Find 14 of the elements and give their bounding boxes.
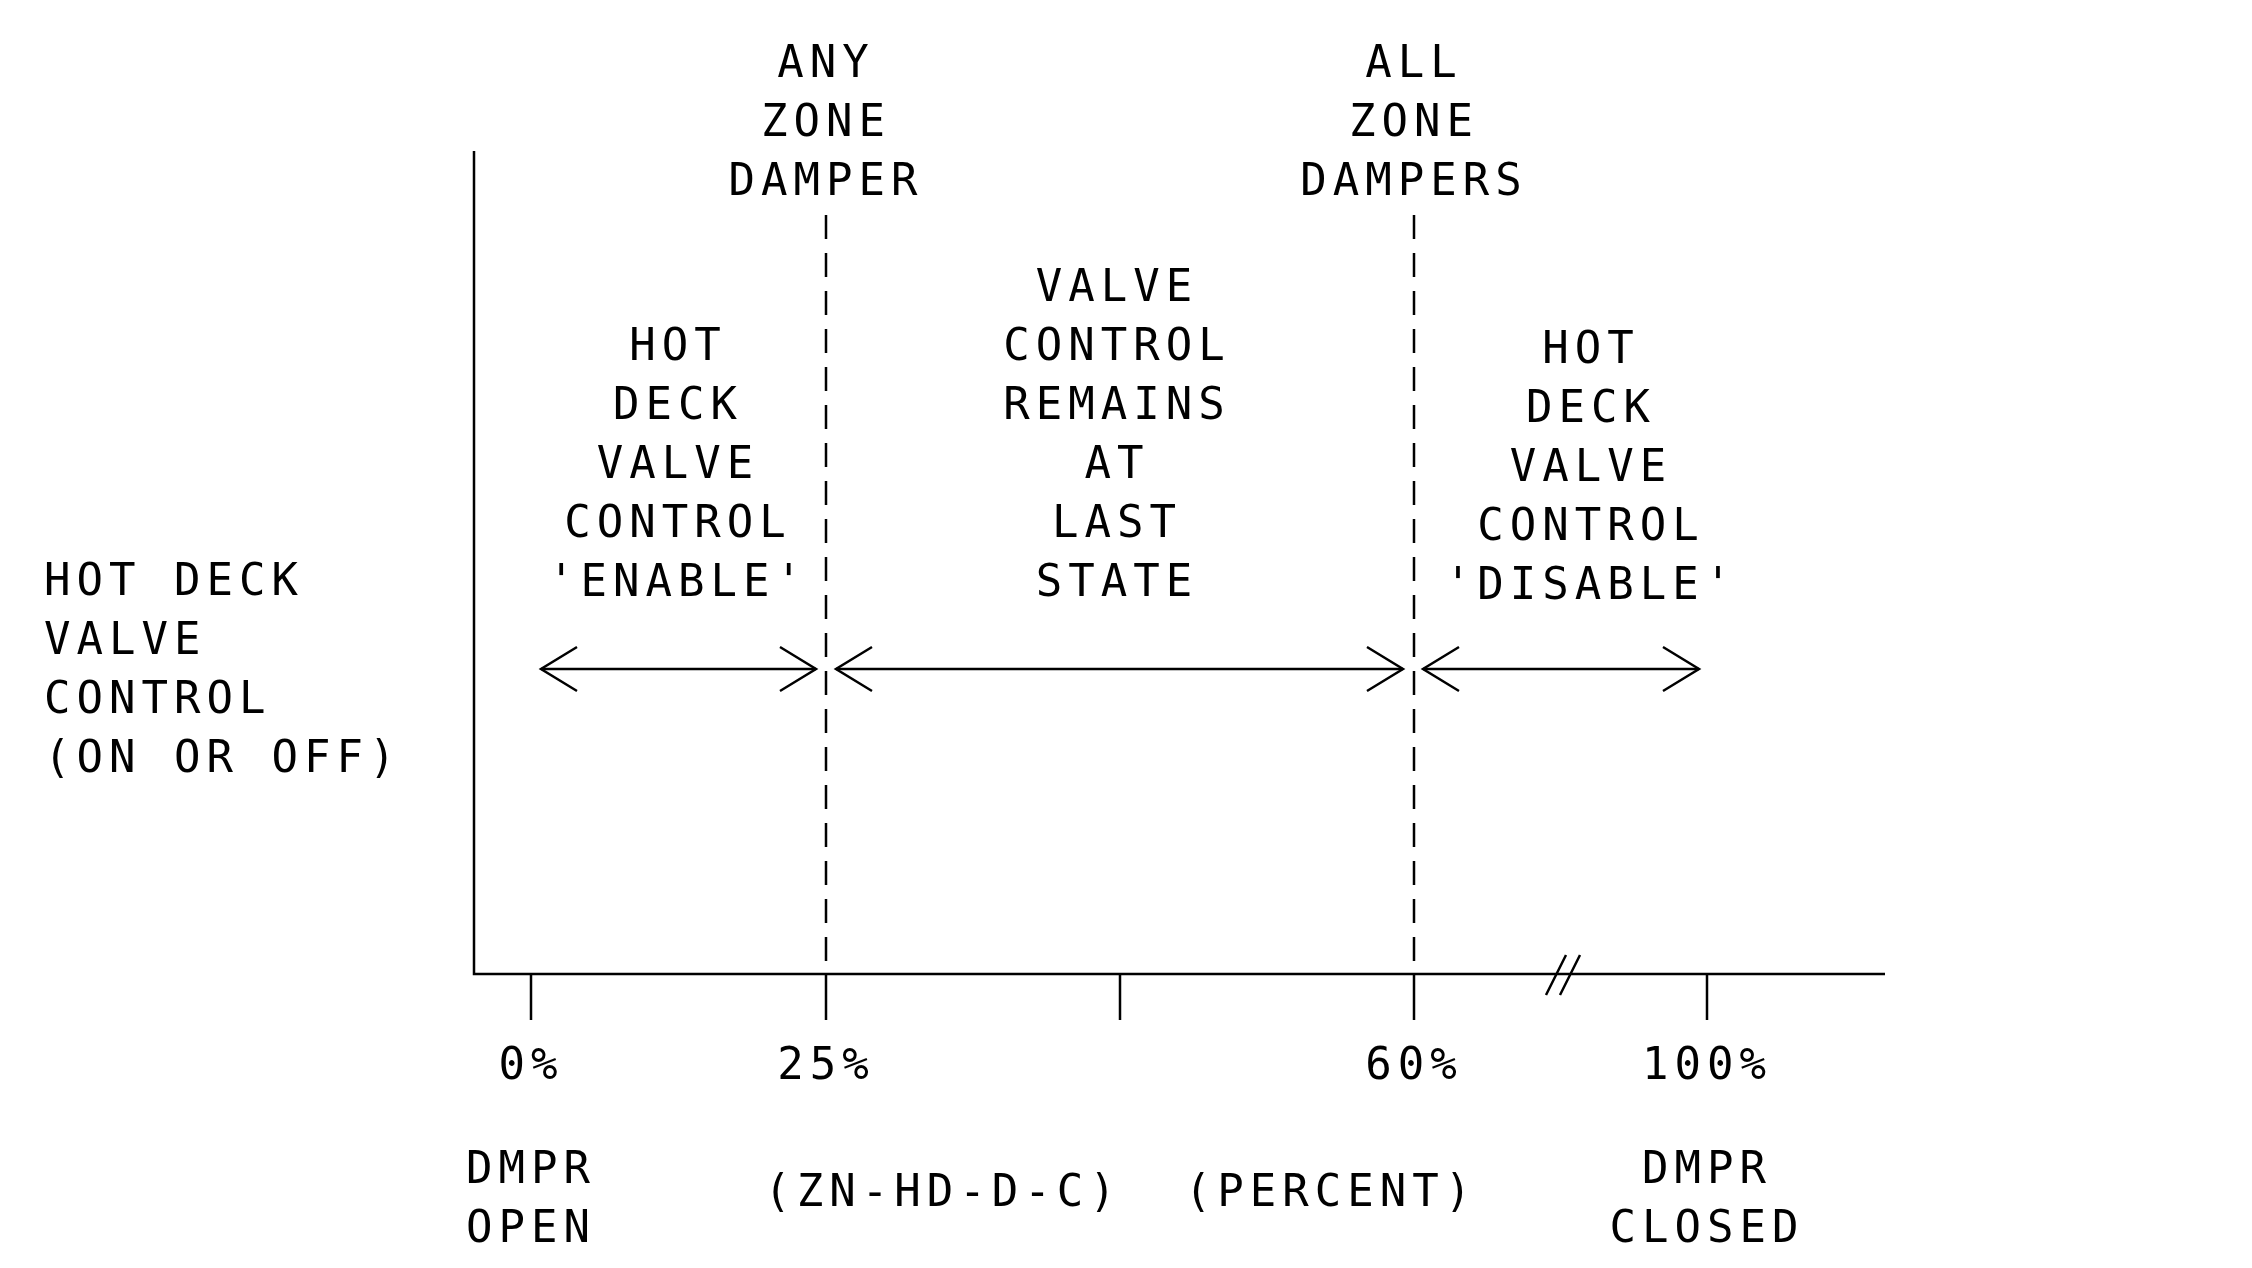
axis-unit-label: (PERCENT) [1184, 1164, 1478, 1218]
tick-label: 0% [498, 1037, 564, 1091]
tick-label: 25% [777, 1037, 875, 1091]
zone-damper-label: ALL ZONE DAMPERS [1300, 35, 1528, 207]
tick-label: 60% [1365, 1037, 1463, 1091]
axis-title: (ZN-HD-D-C) [764, 1164, 1122, 1218]
axis-end-label: DMPR CLOSED [1609, 1141, 1805, 1254]
range-description: HOT DECK VALVE CONTROL 'ENABLE' [548, 318, 808, 608]
axis-title: HOT DECK VALVE CONTROL (ON OR OFF) [44, 553, 402, 784]
range-description: HOT DECK VALVE CONTROL 'DISABLE' [1444, 321, 1738, 611]
zone-damper-label: ANY ZONE DAMPER [728, 35, 924, 207]
tick-label: 100% [1642, 1037, 1772, 1091]
axis-end-label: DMPR OPEN [466, 1141, 596, 1254]
range-description: VALVE CONTROL REMAINS AT LAST STATE [1003, 259, 1231, 608]
